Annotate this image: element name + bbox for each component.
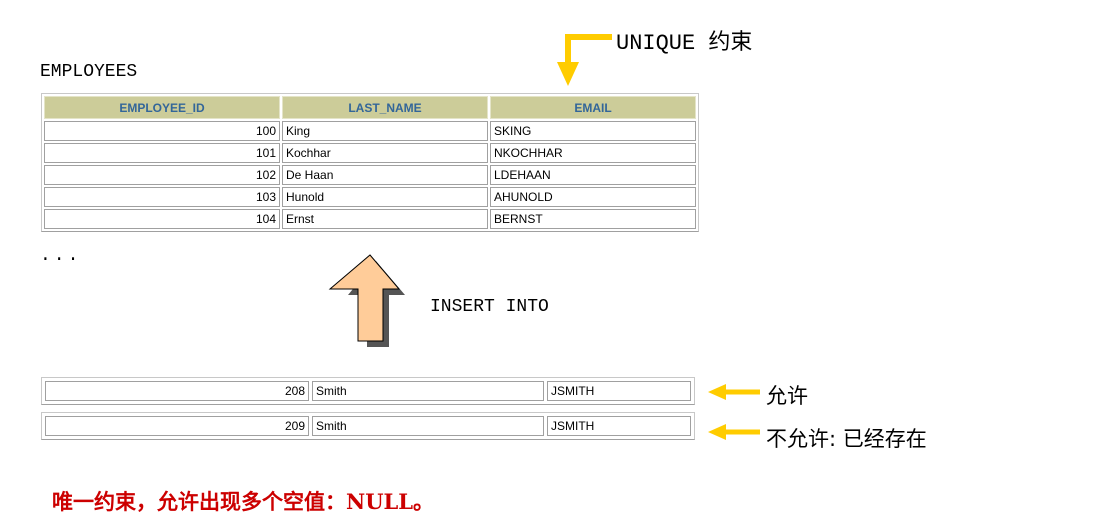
table-row: 209 Smith JSMITH [45,416,691,436]
table-row: 102 De Haan LDEHAAN [44,165,696,185]
insert-into-label: INSERT INTO [430,297,549,317]
table-row: 208 Smith JSMITH [45,381,691,401]
cell-last-name: Ernst [282,209,488,229]
cell-email: JSMITH [547,381,691,401]
cell-employee-id: 100 [44,121,280,141]
cell-employee-id: 208 [45,381,309,401]
cell-last-name: De Haan [282,165,488,185]
not-allowed-status-label: 不允许: 已经存在 [766,427,927,451]
cell-email: SKING [490,121,696,141]
cell-employee-id: 209 [45,416,309,436]
column-header-last-name: LAST_NAME [282,96,488,119]
inserted-row-allowed: 208 Smith JSMITH [41,377,695,405]
cell-email: BERNST [490,209,696,229]
cell-last-name: King [282,121,488,141]
cell-last-name: Hunold [282,187,488,207]
allowed-left-arrow-icon [708,384,760,400]
employees-table: EMPLOYEE_ID LAST_NAME EMAIL 100 King SKI… [41,93,699,232]
cell-employee-id: 103 [44,187,280,207]
inserted-row-rejected: 209 Smith JSMITH [41,412,695,440]
table-row: 101 Kochhar NKOCHHAR [44,143,696,163]
insert-up-arrow-icon [328,254,405,347]
cell-employee-id: 104 [44,209,280,229]
column-header-email: EMAIL [490,96,696,119]
cell-employee-id: 102 [44,165,280,185]
allowed-status-label: 允许 [766,384,808,408]
unique-constraint-label: UNIQUE 约束 [616,31,753,56]
unique-callout-arrow-icon [557,34,612,86]
cell-last-name: Smith [312,381,544,401]
cell-last-name: Kochhar [282,143,488,163]
table-row: 104 Ernst BERNST [44,209,696,229]
not-allowed-left-arrow-icon [708,424,760,440]
column-header-employee-id: EMPLOYEE_ID [44,96,280,119]
table-title: EMPLOYEES [40,62,138,82]
table-header-row: EMPLOYEE_ID LAST_NAME EMAIL [44,96,696,119]
more-rows-ellipsis: ... [40,246,82,266]
cell-email: LDEHAAN [490,165,696,185]
cell-email: AHUNOLD [490,187,696,207]
cell-email: JSMITH [547,416,691,436]
cell-email: NKOCHHAR [490,143,696,163]
cell-employee-id: 101 [44,143,280,163]
table-row: 103 Hunold AHUNOLD [44,187,696,207]
unique-null-note: 唯一约束，允许出现多个空值：NULL。 [52,489,435,514]
cell-last-name: Smith [312,416,544,436]
table-row: 100 King SKING [44,121,696,141]
